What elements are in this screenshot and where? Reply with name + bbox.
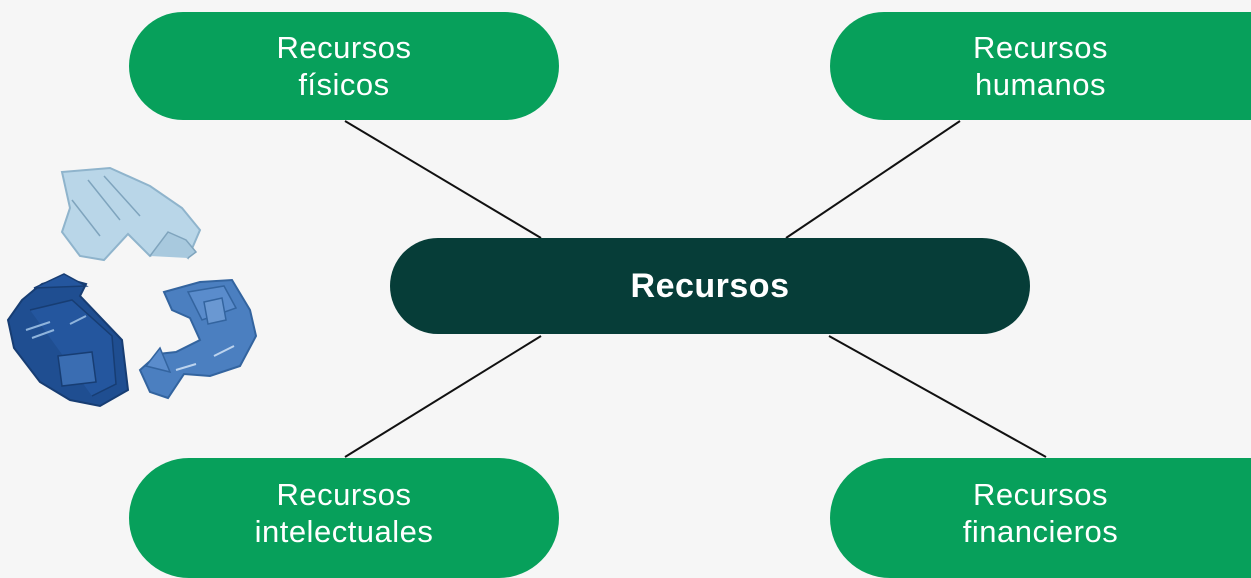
node-recursos-financieros: Recursos financieros	[830, 458, 1251, 578]
node-label-line1: Recursos	[973, 29, 1108, 65]
center-label: Recursos	[630, 266, 790, 305]
node-recursos-fisicos: Recursos físicos	[129, 12, 559, 120]
dark-jeans-icon	[6, 273, 130, 408]
medium-jeans-icon	[138, 278, 258, 400]
recycle-jeans-icon	[6, 166, 258, 408]
node-label-line1: Recursos	[276, 476, 412, 512]
node-recursos-center: Recursos	[390, 238, 1030, 334]
connector-intelectuales	[344, 335, 542, 458]
node-recursos-intelectuales: Recursos intelectuales	[129, 458, 559, 578]
node-recursos-humanos: Recursos humanos	[830, 12, 1251, 120]
connector-fisicos	[344, 120, 542, 239]
node-label-line1: Recursos	[276, 29, 412, 65]
node-label-line2: físicos	[298, 67, 390, 102]
node-label-line2: intelectuales	[254, 514, 434, 549]
connector-financieros	[828, 335, 1047, 458]
light-jeans-icon	[60, 166, 202, 262]
connector-humanos	[785, 120, 961, 239]
node-label-line2: financieros	[962, 514, 1119, 549]
node-label-line1: Recursos	[973, 476, 1108, 512]
node-label-line2: humanos	[974, 67, 1107, 102]
